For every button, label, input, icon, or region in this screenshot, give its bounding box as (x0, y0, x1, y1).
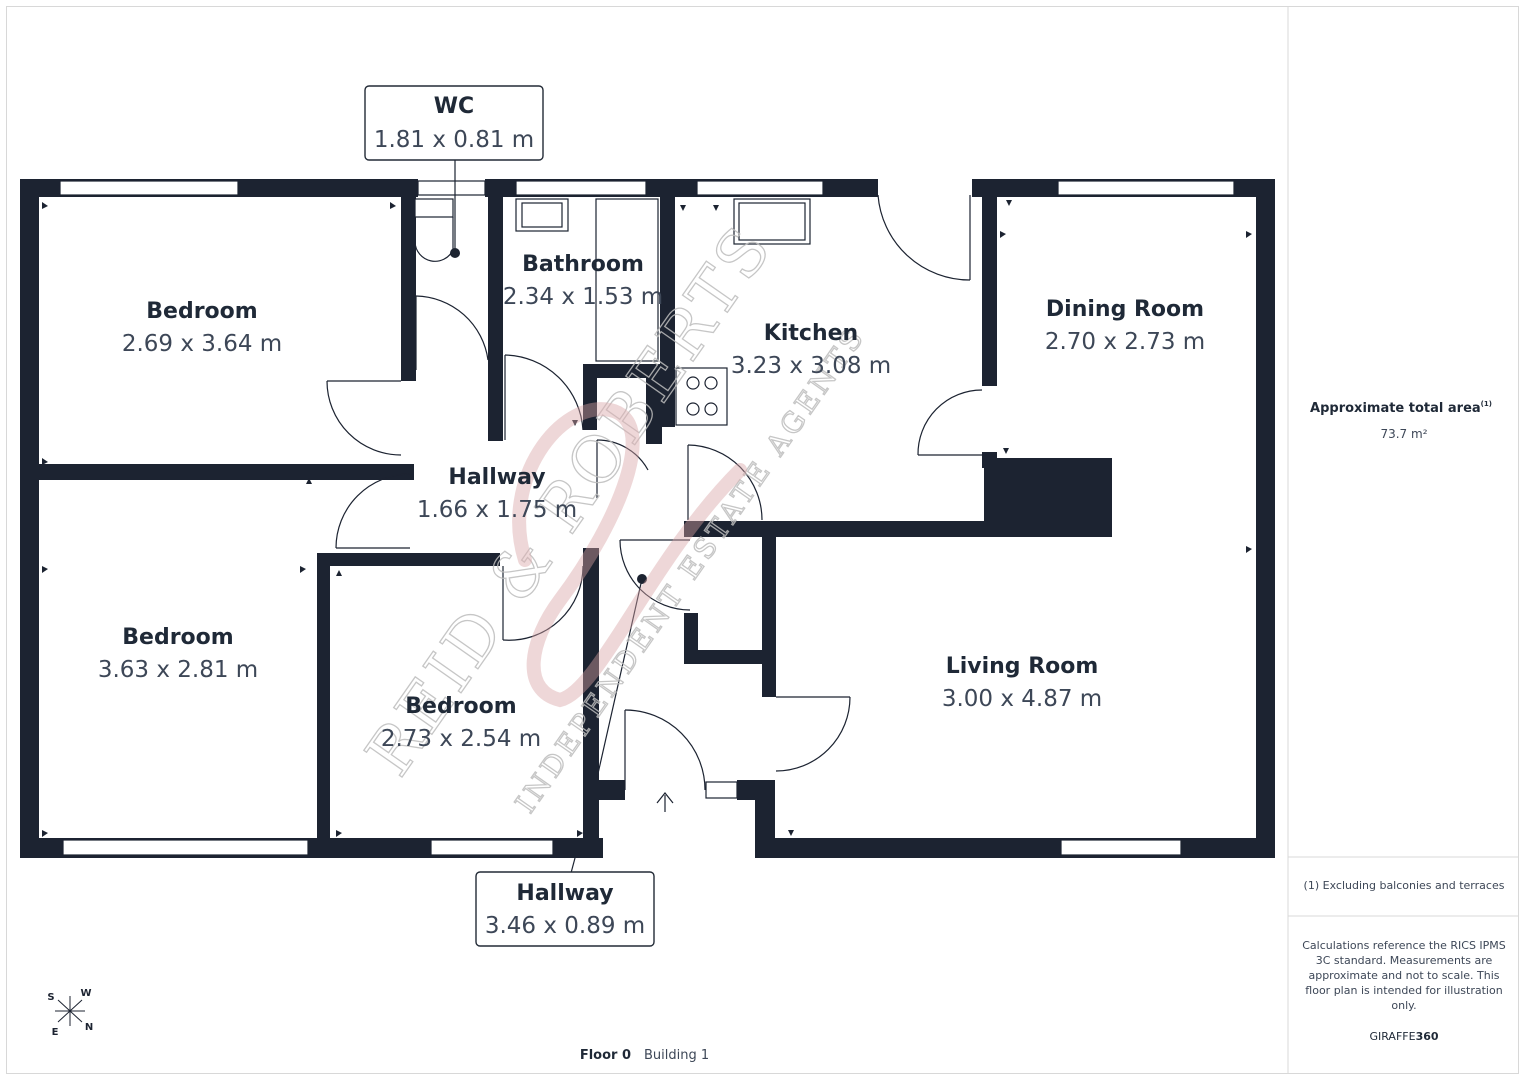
dimension-markers (42, 160, 1252, 874)
callout-dims: 3.46 x 0.89 m (485, 913, 645, 939)
room-dims: 3.00 x 4.87 m (942, 686, 1102, 712)
windows (59, 180, 1235, 856)
room-name: Kitchen (764, 321, 858, 346)
callout-hallway: Hallway 3.46 x 0.89 m (475, 871, 655, 947)
area-title-sup: (1) (1481, 400, 1492, 408)
disclaimer-line: 3C standard. Measurements are (1316, 954, 1493, 967)
room-dims: 1.66 x 1.75 m (417, 497, 577, 523)
room-name: Living Room (946, 654, 1099, 679)
area-note: (1) Excluding balconies and terraces (1304, 879, 1505, 892)
compass: S W E N (47, 988, 93, 1038)
room-name: Bedroom (405, 694, 516, 719)
brand-logo: GIRAFFE360 (1369, 1030, 1438, 1043)
compass-w: W (80, 988, 91, 999)
disclaimer-line: floor plan is intended for illustration (1305, 984, 1502, 997)
footer-building: Building 1 (644, 1048, 709, 1063)
watermark-swirl (512, 402, 747, 708)
brand-prefix: GIRAFFE (1369, 1030, 1415, 1043)
footer: Floor 0 Building 1 (580, 1048, 709, 1063)
room-name: Bedroom (146, 299, 257, 324)
disclaimer-line: only. (1391, 999, 1416, 1012)
room-dims: 2.69 x 3.64 m (122, 331, 282, 357)
room-dims: 3.63 x 2.81 m (98, 657, 258, 683)
callout-dims: 1.81 x 0.81 m (374, 127, 534, 153)
compass-e: E (52, 1027, 59, 1038)
disclaimer-line: Calculations reference the RICS IPMS (1302, 939, 1506, 952)
compass-rose-icon (55, 996, 85, 1026)
brand-suffix: 360 (1416, 1030, 1439, 1043)
callout-name: Hallway (516, 881, 613, 906)
room-name: Bathroom (522, 252, 644, 277)
fixtures (414, 198, 811, 426)
room-dims: 2.34 x 1.53 m (503, 284, 663, 310)
area-title: Approximate total area(1) (1310, 400, 1492, 416)
compass-n: N (85, 1022, 93, 1033)
area-value: 73.7 m² (1380, 427, 1427, 441)
room-name: Bedroom (122, 625, 233, 650)
room-dims: 3.23 x 3.08 m (731, 353, 891, 379)
compass-s: S (47, 992, 54, 1003)
room-labels: Bedroom 2.69 x 3.64 m Bedroom 3.63 x 2.8… (98, 252, 1205, 752)
disclaimer-line: approximate and not to scale. This (1308, 969, 1499, 982)
footer-floor: Floor 0 (580, 1048, 631, 1063)
area-title-text: Approximate total area (1310, 401, 1481, 416)
sidebar: Approximate total area(1) 73.7 m² (1) Ex… (1302, 400, 1506, 1043)
room-name: Dining Room (1046, 297, 1204, 322)
room-dims: 2.70 x 2.73 m (1045, 329, 1205, 355)
room-name: Hallway (448, 465, 545, 490)
room-dims: 2.73 x 2.54 m (381, 726, 541, 752)
doors (326, 194, 983, 812)
callout-name: WC (434, 94, 474, 119)
page-frame (6, 6, 1519, 1074)
callout-wc: WC 1.81 x 0.81 m (364, 85, 544, 161)
